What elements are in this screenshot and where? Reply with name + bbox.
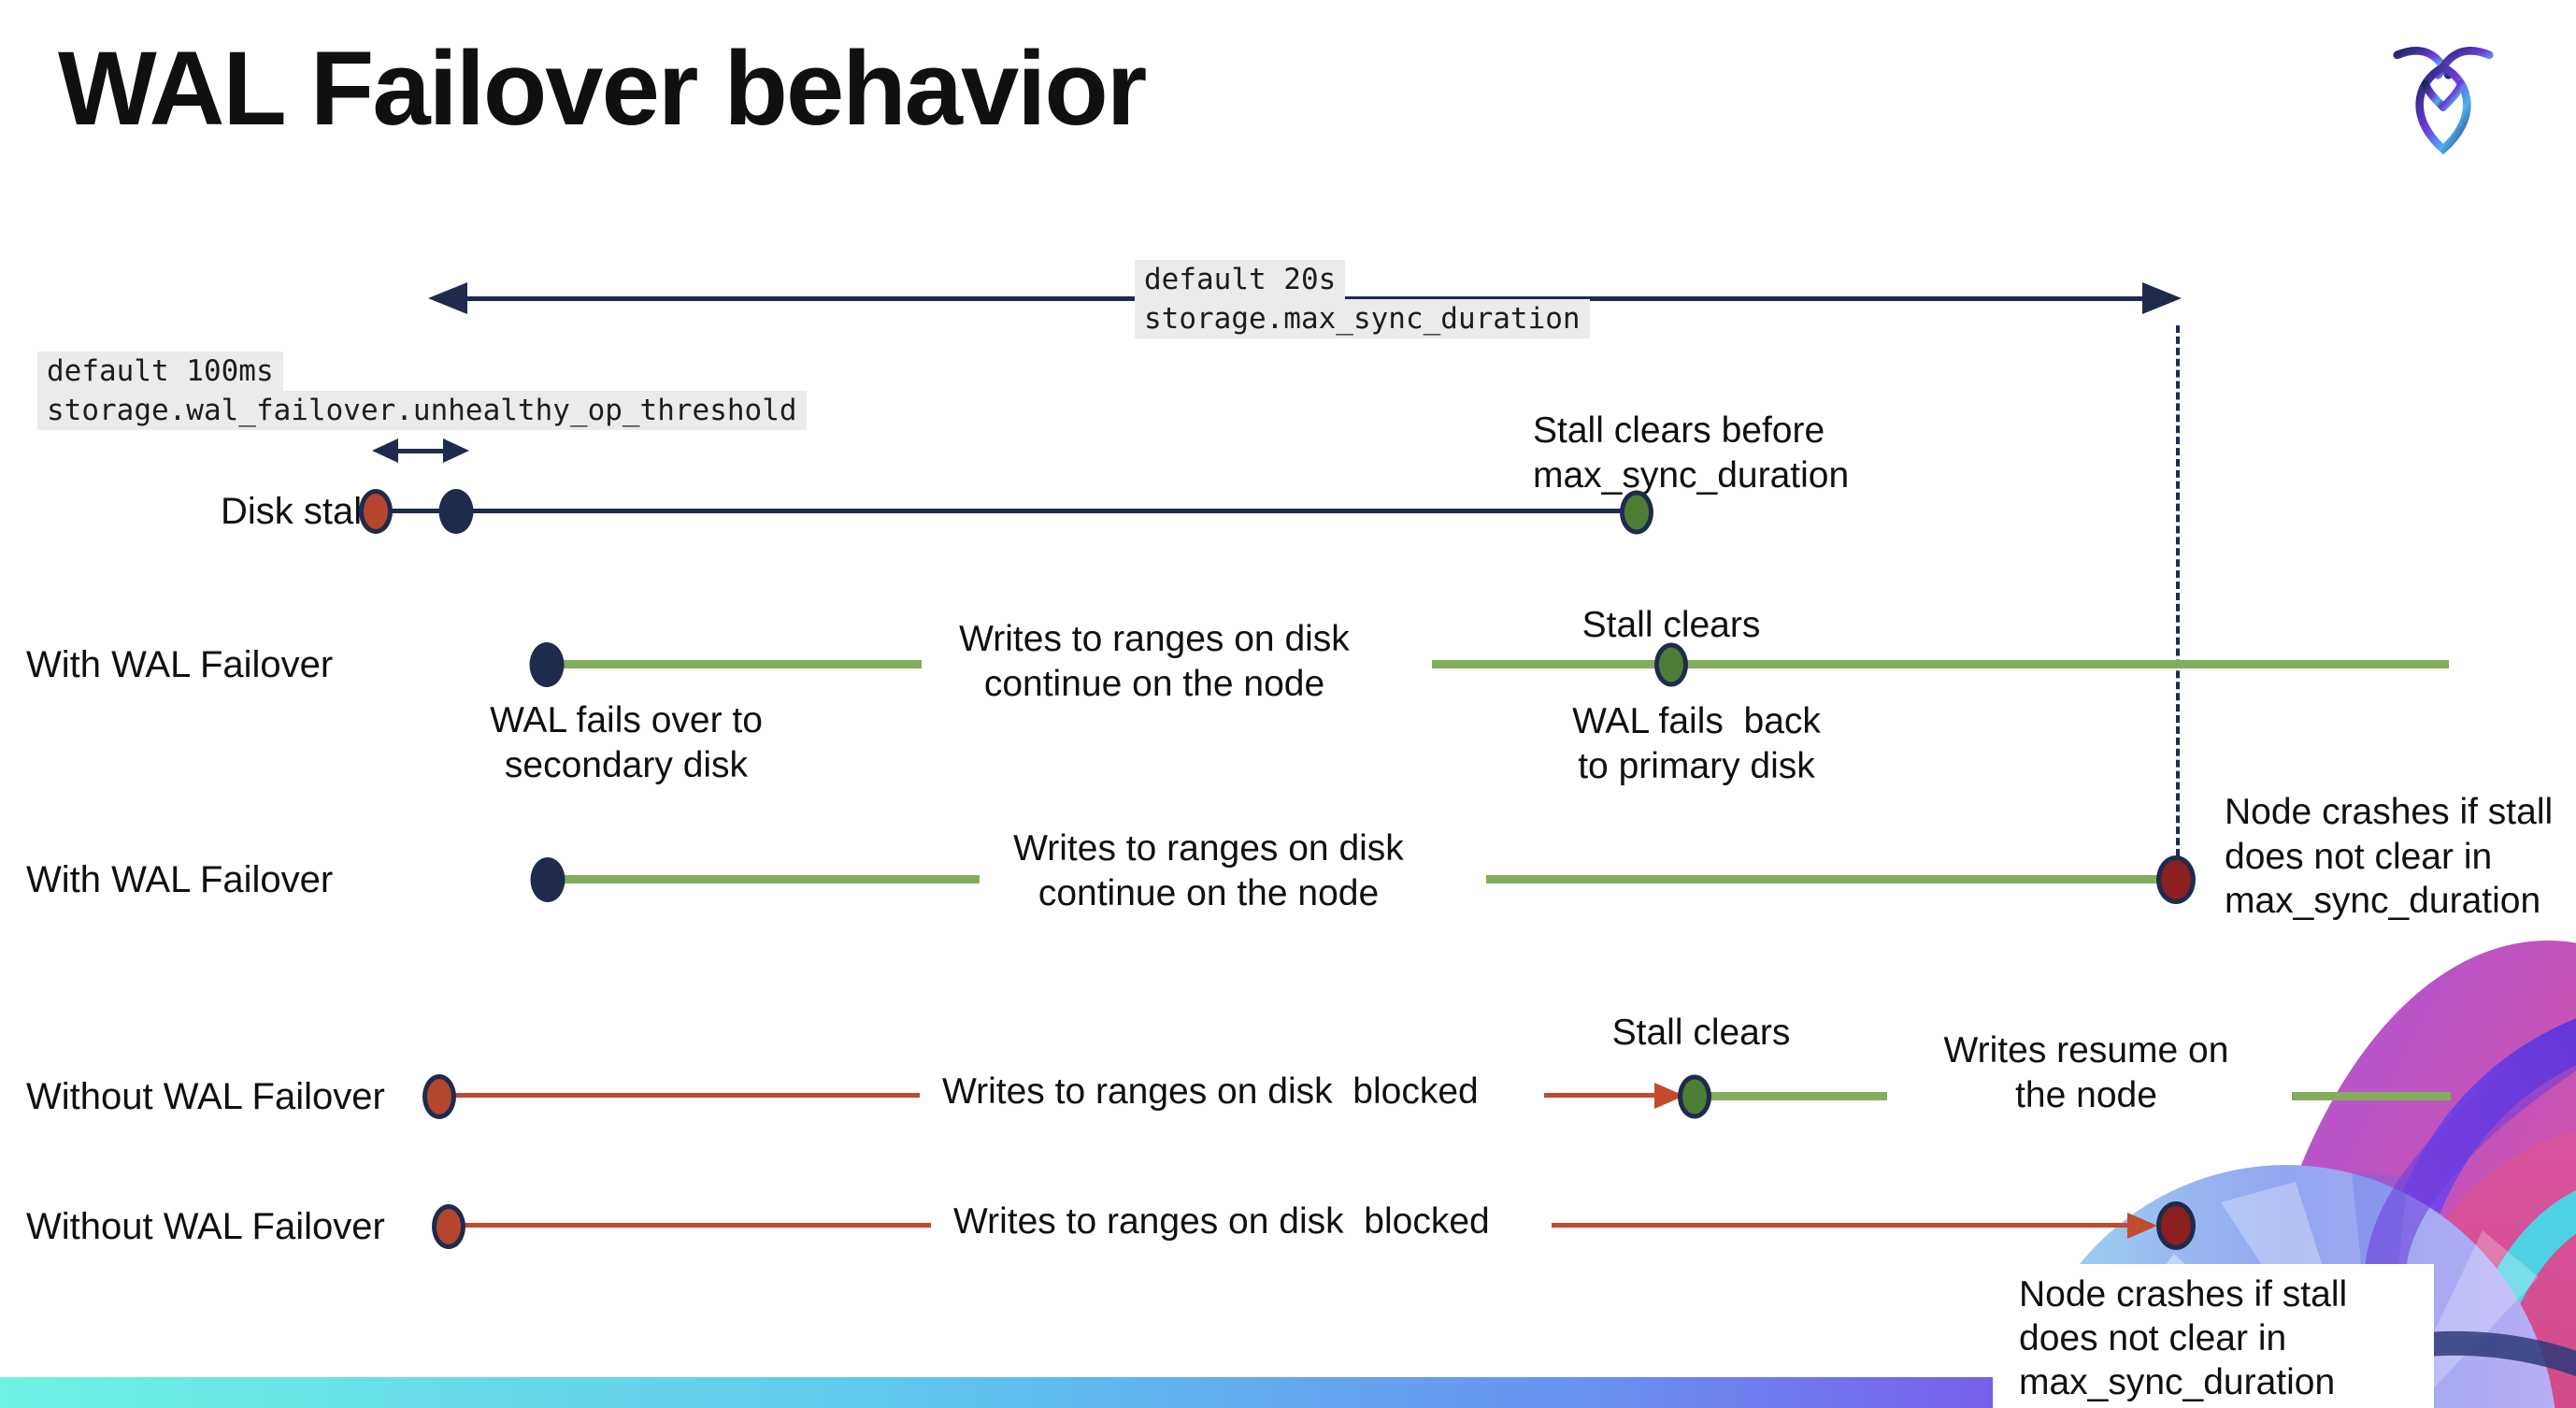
annotation-line: continue on the node [1038,872,1380,913]
stall-start-dot [359,489,393,534]
annotation-line: max_sync_duration [2019,1361,2336,1402]
max-sync-default-label: default 20s [1135,260,1346,299]
node-crash-dot [2156,1201,2196,1250]
annotation-line: Writes to ranges on disk [1013,828,1404,869]
stall-clear-dot [1678,1074,1711,1119]
writes-continue-annotation: Writes to ranges on disk continue on the… [935,617,1374,706]
annotation-line: Node crashes if stall [2225,792,2554,832]
annotation-line: Writes to ranges on disk [959,619,1350,659]
row-label-without-wal-failover: Without WAL Failover [26,1076,385,1117]
page-title: WAL Failover behavior [58,30,1147,147]
cockroachdb-logo-icon [2393,47,2494,155]
row-label-disk-stalls: Disk stalls [220,491,389,532]
arrowhead-left-icon [372,438,398,463]
annotation-line: max_sync_duration [2225,881,2541,922]
writes-resume-annotation: Writes resume on the node [1927,1028,2245,1117]
annotation-line: secondary disk [504,744,749,785]
failover-threshold-dot [438,489,474,534]
failover-dot [530,857,565,902]
blocked-writes-arrow-line [1552,1223,2127,1228]
arrowhead-right-icon [443,438,469,463]
resumed-writes-line [2292,1092,2451,1100]
healthy-writes-line [557,660,922,668]
wal-fails-back-annotation: WAL fails back to primary disk [1528,699,1865,788]
threshold-arrow-line [389,449,456,453]
annotation-line: continue on the node [983,663,1325,704]
healthy-writes-line [558,875,980,884]
annotation-line: WAL fails over to [490,700,763,740]
art-purple-arc2 [2365,1021,2576,1278]
writes-blocked-annotation: Writes to ranges on disk blocked [953,1201,1490,1242]
arrowhead-left-icon [428,282,467,314]
annotation-line: to primary disk [1578,745,1815,786]
writes-continue-annotation: Writes to ranges on disk continue on the… [989,826,1428,915]
failover-dot [529,642,565,687]
threshold-setting-label: storage.wal_failover.unhealthy_op_thresh… [37,391,807,430]
arrowhead-right-icon [2127,1213,2157,1239]
stall-start-dot [432,1204,465,1249]
wal-fails-over-annotation: WAL fails over to secondary disk [458,698,794,787]
max-sync-setting-label: storage.max_sync_duration [1135,299,1590,338]
node-crashes-callout-box: Node crashes if stall does not clear in … [1993,1264,2434,1408]
annotation-line: does not clear in [2225,836,2493,877]
stall-clear-dot [1620,490,1653,535]
max-sync-dashed-dropline [2176,325,2180,856]
arrowhead-right-icon [2142,282,2182,314]
node-crash-dot [2156,855,2196,904]
stall-clears-annotation: Stall clears [1611,1013,1791,1053]
stall-clears-before-annotation: Stall clears before max_sync_duration [1533,409,1888,497]
healthy-writes-line [1432,660,2449,668]
stall-start-dot [422,1074,456,1119]
blocked-writes-line [462,1223,931,1228]
stall-clears-annotation: Stall clears [1581,605,1761,645]
annotation-line: Writes resume on [1943,1030,2229,1070]
row-label-with-wal-failover: With WAL Failover [26,644,334,685]
annotation-line: Node crashes if stall [2019,1274,2348,1315]
node-crashes-annotation: Node crashes if stall does not clear in … [1993,1264,2434,1404]
row-label-with-wal-failover: With WAL Failover [26,859,334,900]
annotation-line: the node [2015,1074,2157,1115]
annotation-line: does not clear in [2019,1317,2287,1358]
disk-stall-timeline [376,509,1637,513]
blocked-writes-arrow-line [1544,1093,1658,1098]
healthy-writes-line [1486,875,2164,884]
threshold-default-label: default 100ms [37,352,283,391]
resumed-writes-line [1705,1092,1887,1100]
annotation-line: WAL fails back [1572,701,1821,741]
stall-clear-dot [1654,642,1688,687]
annotation-line: Stall clears before [1533,410,1825,451]
row-label-without-wal-failover: Without WAL Failover [26,1206,385,1247]
writes-blocked-annotation: Writes to ranges on disk blocked [942,1071,1479,1112]
node-crashes-annotation: Node crashes if stall does not clear in … [2225,790,2576,924]
annotation-line: max_sync_duration [1533,454,1850,496]
blocked-writes-line [452,1093,920,1098]
